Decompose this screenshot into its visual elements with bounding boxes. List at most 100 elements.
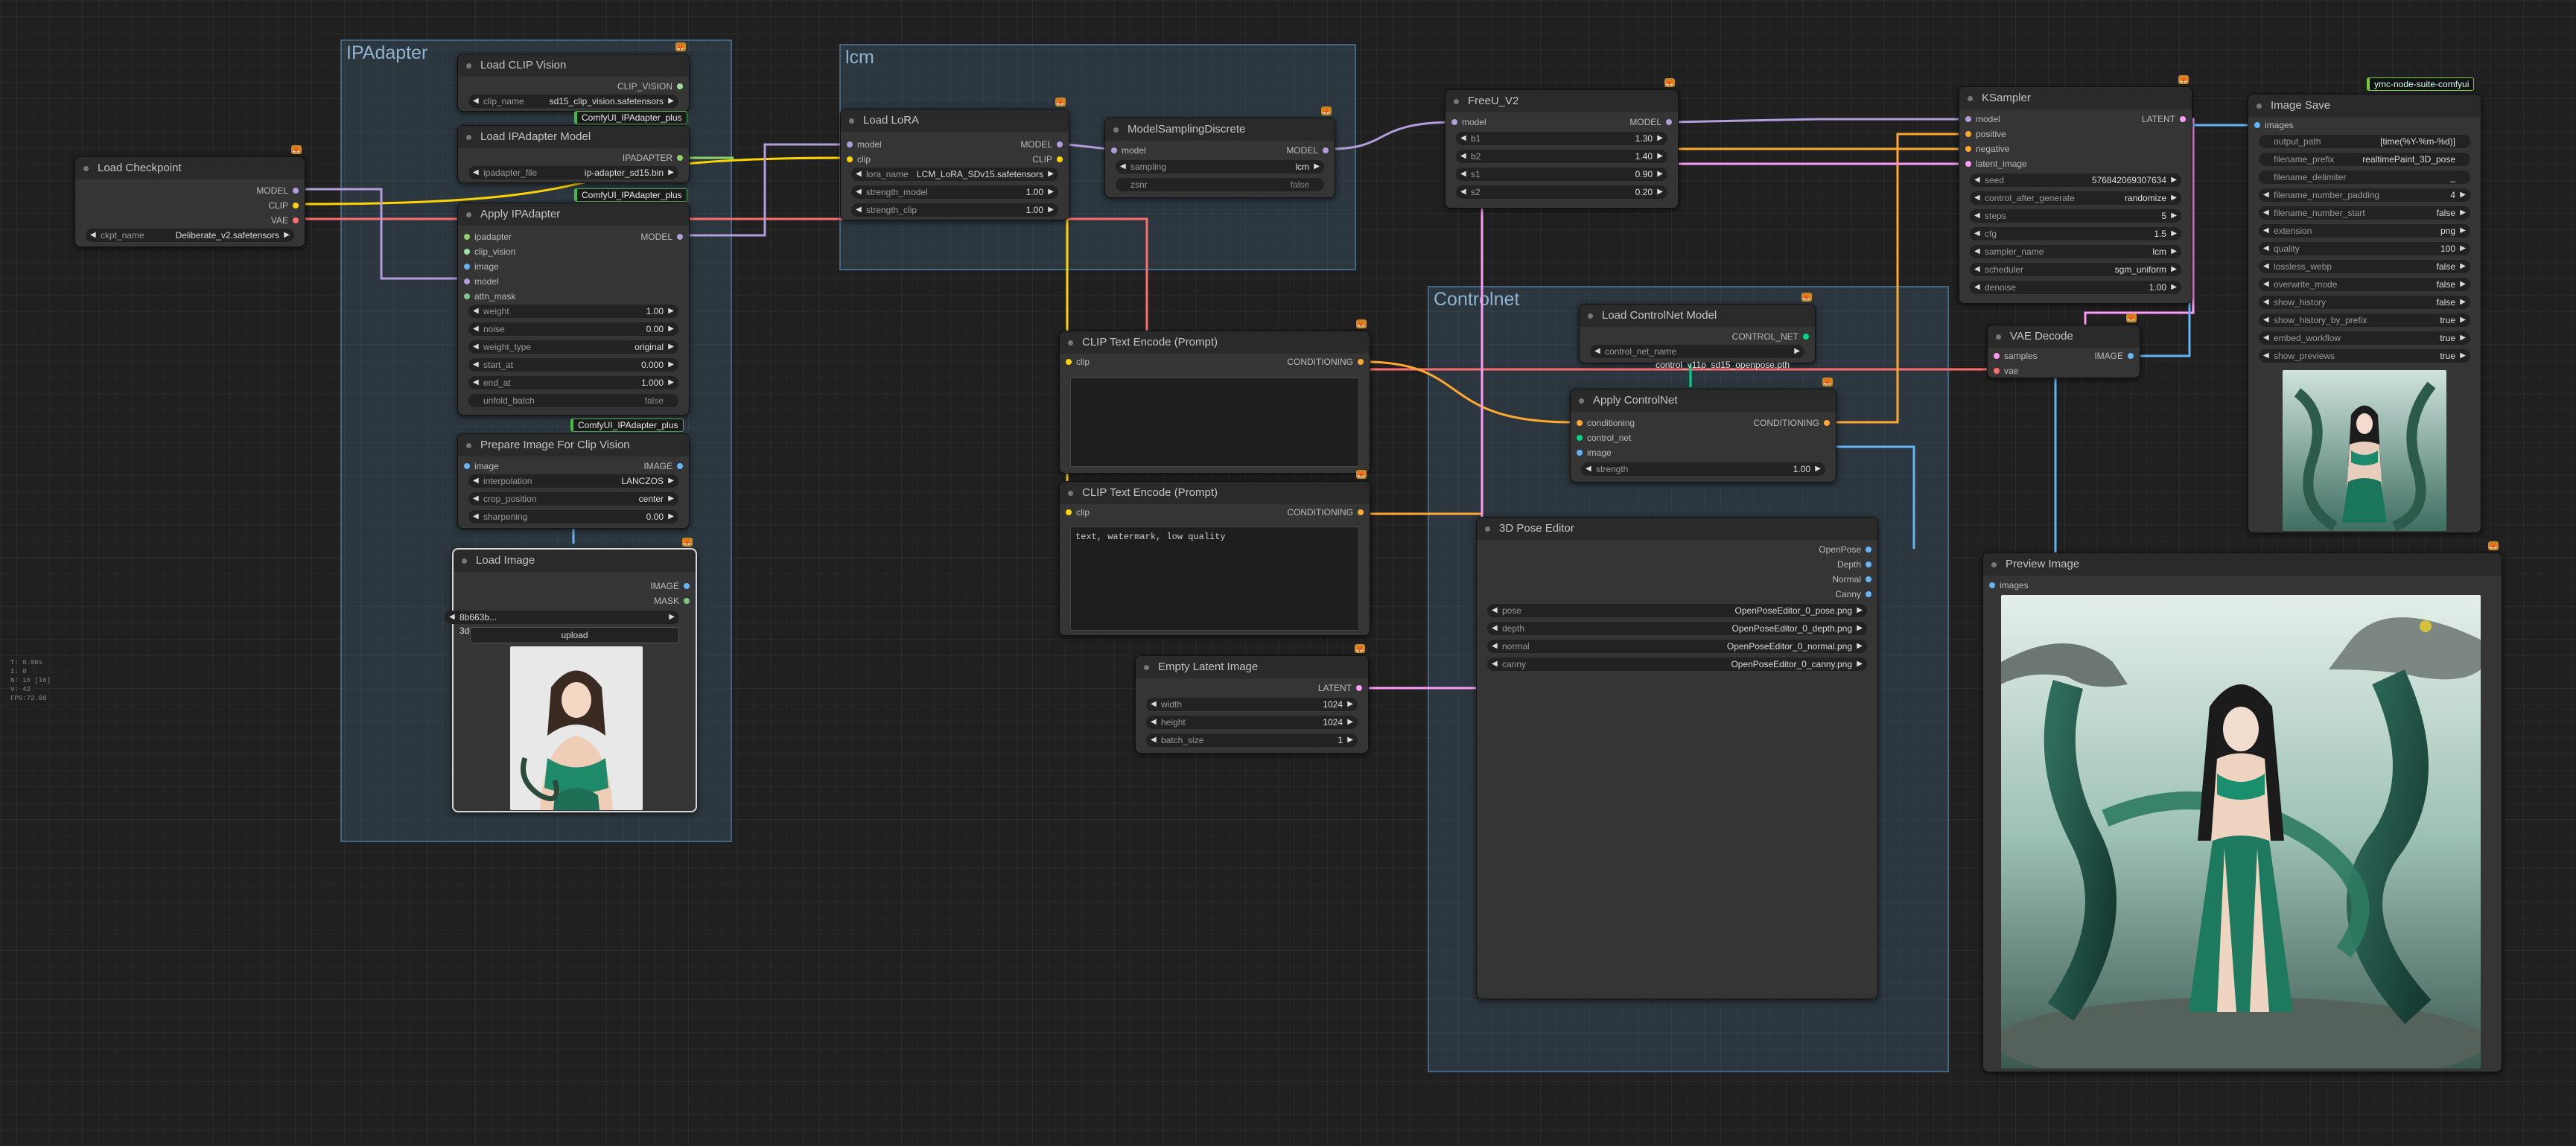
input-image[interactable]: image [464, 260, 499, 273]
node-image-save[interactable]: Image Save images output_path[time(%Y-%m… [2248, 94, 2481, 533]
input-positive[interactable]: positive [1965, 127, 2006, 141]
output-control-net[interactable]: CONTROL_NET [1732, 330, 1809, 343]
node-clip-text-encode-negative[interactable]: 🦊 CLIP Text Encode (Prompt) clip CONDITI… [1059, 470, 1370, 636]
output-mask[interactable]: MASK [654, 594, 690, 608]
output-clip[interactable]: CLIP [268, 199, 299, 212]
output-model[interactable]: MODEL [640, 230, 683, 243]
output-image[interactable]: IMAGE [2094, 349, 2134, 363]
node-load-clip-vision[interactable]: 🦊 Load CLIP Vision CLIP_VISION ◀clip_nam… [457, 42, 690, 112]
output-image[interactable]: IMAGE [650, 579, 690, 593]
node-load-lora[interactable]: 🦊 Load LoRA model clip MODEL CLIP ◀lora_… [840, 98, 1069, 220]
input-images[interactable]: images [1989, 579, 2029, 592]
output-conditioning[interactable]: CONDITIONING [1287, 506, 1364, 519]
node-load-controlnet-model[interactable]: 🦊 Load ControlNet Model CONTROL_NET ◀con… [1579, 293, 1816, 370]
output-vae[interactable]: VAE [271, 214, 299, 227]
input-vae[interactable]: vae [1994, 364, 2018, 378]
image-filename-combo[interactable]: ◀8b663b... 3d4cf70c598d40201c3afdc8cb984… [445, 611, 679, 636]
input-model[interactable]: model [847, 138, 882, 151]
node-preview-image[interactable]: 🦊 Preview Image images [1982, 541, 2502, 1072]
output-canny[interactable]: Canny [1835, 588, 1871, 601]
node-apply-ipadapter[interactable]: Apply IPAdapter ipadapter clip_vision im… [457, 203, 690, 416]
output-depth[interactable]: Depth [1837, 558, 1871, 571]
output-latent[interactable]: LATENT [1318, 681, 1362, 695]
input-clip[interactable]: clip [1066, 506, 1090, 519]
output-ipadapter[interactable]: IPADAPTER [623, 151, 683, 165]
output-path-field[interactable]: output_path[time(%Y-%m-%d)] [2259, 135, 2470, 148]
output-conditioning[interactable]: CONDITIONING [1753, 416, 1830, 430]
node-load-ipadapter-model[interactable]: Load IPAdapter Model IPADAPTER ◀ipadapte… [457, 125, 690, 183]
output-model[interactable]: MODEL [1286, 144, 1329, 157]
node-load-checkpoint[interactable]: 🦊 Load Checkpoint MODEL CLIP VAE ◀ckpt_n… [74, 145, 305, 247]
output-normal[interactable]: Normal [1832, 573, 1871, 586]
input-control-net[interactable]: control_net [1577, 431, 1631, 445]
negative-prompt-textarea[interactable]: text, watermark, low quality [1070, 526, 1359, 631]
output-clip[interactable]: CLIP [1032, 153, 1063, 166]
input-latent-image[interactable]: latent_image [1965, 157, 2027, 171]
output-openpose[interactable]: OpenPose [1819, 543, 1871, 556]
input-model[interactable]: model [1111, 144, 1146, 157]
input-image[interactable]: image [1577, 446, 1612, 459]
output-model[interactable]: MODEL [1020, 138, 1063, 151]
input-samples[interactable]: samples [1994, 349, 2038, 363]
output-model[interactable]: MODEL [1629, 115, 1672, 129]
input-negative[interactable]: negative [1965, 142, 2009, 156]
input-images[interactable]: images [2254, 118, 2294, 132]
input-attn-mask[interactable]: attn_mask [464, 290, 515, 303]
node-model-sampling-discrete[interactable]: 🦊 ModelSamplingDiscrete model MODEL ◀sam… [1104, 106, 1335, 198]
output-latent[interactable]: LATENT [2142, 112, 2186, 126]
input-ipadapter[interactable]: ipadapter [464, 230, 512, 243]
input-clip[interactable]: clip [847, 153, 871, 166]
input-model[interactable]: model [464, 275, 499, 288]
output-conditioning[interactable]: CONDITIONING [1287, 355, 1364, 369]
upload-button[interactable]: upload [470, 627, 679, 643]
node-load-image[interactable]: 🦊 Load Image IMAGE MASK ◀8b663b... 3d4cf… [445, 538, 697, 812]
input-model[interactable]: model [1965, 112, 2000, 126]
input-clip[interactable]: clip [1066, 355, 1090, 369]
node-vae-decode[interactable]: 🦊 VAE Decode samples vae IMAGE [1987, 313, 2140, 378]
node-prepare-image[interactable]: Prepare Image For Clip Vision image IMAG… [457, 433, 690, 529]
input-model[interactable]: model [1451, 115, 1486, 129]
node-apply-controlnet[interactable]: 🦊 Apply ControlNet conditioning control_… [1570, 378, 1836, 483]
